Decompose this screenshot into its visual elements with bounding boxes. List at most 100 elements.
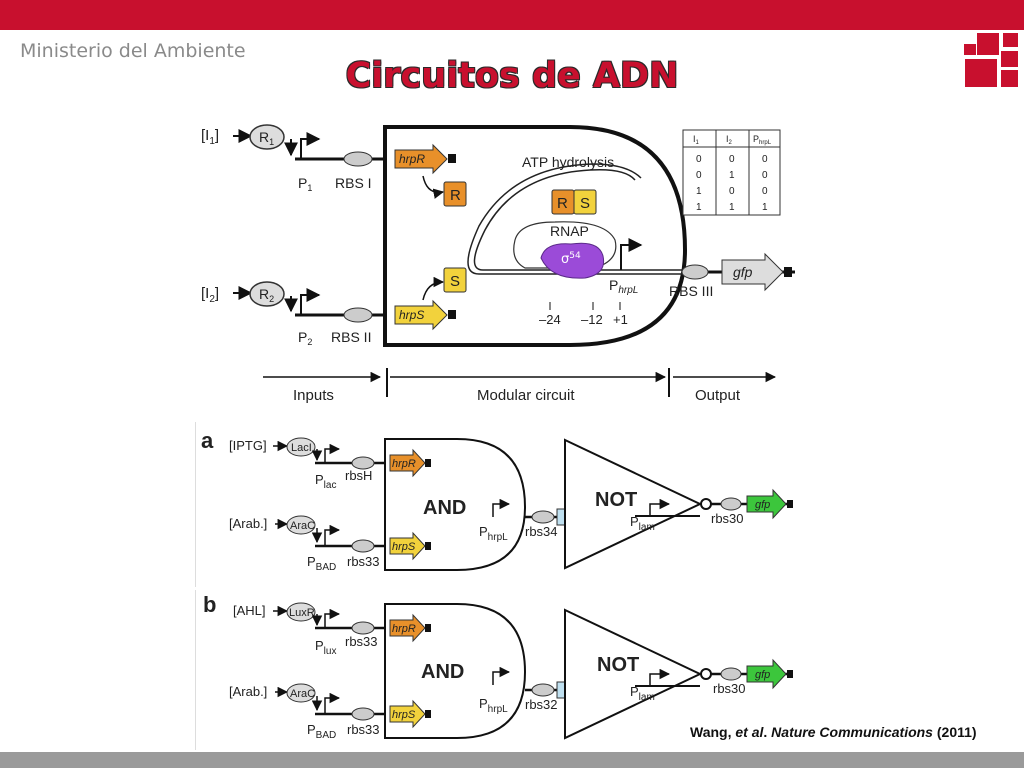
protein-s-box — [443, 267, 467, 293]
regulator-r2-label: R2 — [259, 286, 274, 304]
panel-b-reg2: AraC — [290, 688, 315, 700]
truth-cell: 0 — [762, 154, 768, 165]
panel-b-rbs1: rbs33 — [345, 634, 378, 649]
hrpR-gene-label: hrpR — [399, 152, 425, 166]
truth-cell: 0 — [762, 170, 768, 181]
citation-year: (2011) — [932, 724, 977, 740]
panel-b-prom1: Plux — [315, 638, 336, 657]
panel-a-gfp-label: gfp — [755, 499, 770, 511]
truth-cell: 1 — [696, 186, 702, 197]
panel-b: b [AHL] LuxR Plux rbs33 hrpR [Arab.] Ara… — [195, 590, 793, 750]
section-modular: Modular circuit — [477, 387, 575, 404]
protein-r-box — [443, 181, 467, 207]
truth-cell: 1 — [762, 202, 768, 213]
hrpR-gene — [394, 143, 448, 175]
panel-b-reg1: LuxR — [289, 607, 315, 619]
panel-b-not-label: NOT — [597, 654, 639, 676]
gfp-gene-top — [721, 252, 784, 292]
panel-b-mid-rbs: rbs32 — [525, 697, 558, 712]
position-minus-12: –12 — [581, 312, 603, 327]
protein-s-label: S — [450, 273, 460, 290]
panel-a-hrpR-gene — [389, 448, 426, 478]
truth-header-i1: I1 — [693, 134, 700, 146]
organization-name: Ministerio del Ambiente — [20, 40, 246, 62]
panel-b-out-rbs: rbs30 — [713, 681, 746, 696]
truth-cell: 0 — [696, 154, 702, 165]
citation-journal: Nature Communications — [771, 724, 933, 740]
panel-b-rbs2: rbs33 — [347, 722, 380, 737]
panel-a-prom2: PBAD — [307, 554, 336, 573]
panel-b-gfp-gene — [746, 658, 787, 690]
panel-a-out-rbs: rbs30 — [711, 511, 744, 526]
genetic-circuit-figure: [I1] R1 P1 RBS I hrpR R [I2] R2 P2 RBS I… — [195, 124, 795, 750]
sigma54-factor — [540, 242, 605, 279]
panel-b-hrpS-label: hrpS — [392, 709, 416, 721]
promoter-p2: P2 — [298, 329, 312, 347]
panel-a-mid-prom: PhrpL — [479, 524, 508, 543]
complex-s-label: S — [580, 195, 590, 212]
panel-b-and-label: AND — [421, 661, 464, 683]
slide-title: Circuitos de ADN — [345, 56, 679, 96]
panel-a-reg2: AraC — [290, 520, 315, 532]
regulator-r2 — [249, 281, 285, 307]
panel-a-input1: [IPTG] — [229, 438, 267, 453]
top-circuit: [I1] R1 P1 RBS I hrpR R [I2] R2 P2 RBS I… — [201, 124, 795, 404]
panel-b-not-gate — [564, 608, 703, 740]
hrpS-gene — [394, 299, 448, 331]
truth-cell: 1 — [729, 170, 735, 181]
panel-a-input2: [Arab.] — [229, 516, 267, 531]
complex-r-label: R — [557, 195, 568, 212]
panel-a-not-gate — [564, 438, 703, 570]
panel-a-not-label: NOT — [595, 489, 637, 511]
position-minus-24: –24 — [539, 312, 561, 327]
bottom-bar — [0, 752, 1024, 768]
panel-b-input2: [Arab.] — [229, 684, 267, 699]
panel-b-out-prom: Plam — [630, 684, 655, 703]
rnap-label: RNAP — [550, 223, 589, 239]
panel-b-input1: [AHL] — [233, 603, 266, 618]
panel-a-out-prom: Plam — [630, 514, 655, 533]
hrpS-gene-label: hrpS — [399, 308, 424, 322]
promoter-p1: P1 — [298, 175, 312, 193]
panel-b-prom2: PBAD — [307, 722, 336, 741]
citation-separator: . — [763, 724, 772, 740]
panel-a-rbs1: rbsH — [345, 468, 372, 483]
panel-a-and-gate — [384, 438, 527, 571]
panel-a-label: a — [201, 428, 214, 453]
panel-b-gfp-label: gfp — [755, 669, 770, 681]
ministry-logo-icon — [964, 18, 1018, 87]
truth-cell: 0 — [729, 186, 735, 197]
panel-a-hrpS-gene — [389, 531, 426, 561]
top-accent-bar — [0, 0, 1024, 30]
citation-authors: Wang, — [690, 724, 736, 740]
rbs-i-label: RBS I — [335, 175, 372, 191]
rbs-iii-label: RBS III — [669, 283, 713, 299]
complex-s-box — [573, 189, 597, 215]
regulator-r1-label: R1 — [259, 129, 274, 147]
truth-cell: 0 — [696, 170, 702, 181]
panel-a-mid-rbs: rbs34 — [525, 524, 558, 539]
panel-b-hrpR-gene — [389, 613, 426, 643]
gfp-gene-top-label: gfp — [733, 264, 753, 280]
panel-a-rbs2: rbs33 — [347, 554, 380, 569]
panel-a-gfp-gene — [746, 488, 787, 520]
truth-cell: 0 — [762, 186, 768, 197]
truth-cell: 0 — [729, 154, 735, 165]
panel-b-label: b — [203, 592, 216, 617]
panel-a-hrpR-label: hrpR — [392, 458, 416, 470]
truth-header-i2: I2 — [726, 134, 733, 146]
protein-r-label: R — [450, 187, 461, 204]
panel-b-and-gate — [384, 603, 527, 739]
panel-b-hrpR-label: hrpR — [392, 623, 416, 635]
citation-etal: et al — [735, 724, 764, 740]
input2-ligand: [I2] — [201, 285, 219, 305]
sigma54-label: σ54 — [561, 251, 581, 267]
panel-b-mid-prom: PhrpL — [479, 696, 508, 715]
atp-hydrolysis-label: ATP hydrolysis — [522, 154, 614, 170]
panel-a-hrpS-label: hrpS — [392, 541, 416, 553]
truth-header-phrpl: PhrpL — [753, 134, 772, 146]
truth-table: I1 I2 PhrpL 0 0 0 0 1 0 1 0 0 1 1 1 — [682, 129, 781, 216]
rbs-ii-label: RBS II — [331, 329, 371, 345]
panel-a: a [IPTG] LacI Plac rbsH hrpR [Arab.] Ara… — [195, 422, 793, 587]
panel-a-reg1: LacI — [291, 442, 312, 454]
